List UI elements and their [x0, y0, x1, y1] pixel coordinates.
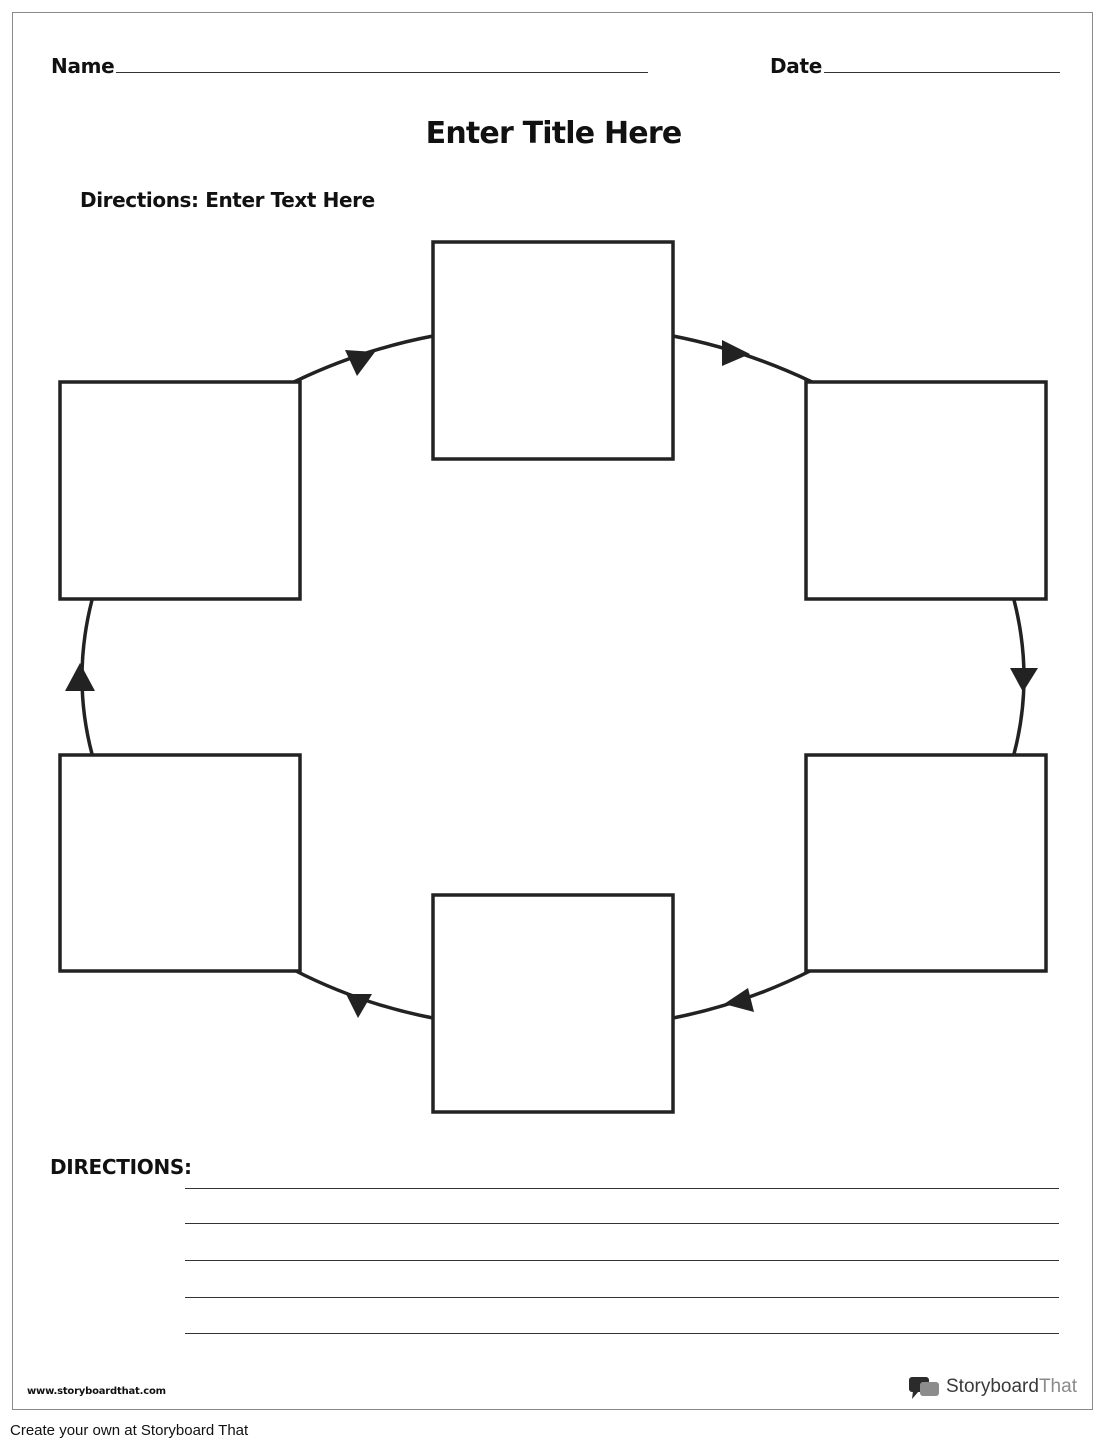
arrow-bottom-right: [724, 988, 754, 1012]
writing-line-4[interactable]: [185, 1297, 1059, 1298]
box-top: [431, 240, 675, 461]
box-bottom-right: [804, 753, 1048, 973]
directions-text[interactable]: Directions: Enter Text Here: [80, 188, 375, 212]
brand-name-thin: That: [1038, 1376, 1077, 1397]
writing-line-5[interactable]: [185, 1333, 1059, 1334]
box-bottom: [431, 893, 675, 1114]
connector-top-right: [672, 334, 813, 384]
speech-bubble-icon: [909, 1377, 939, 1399]
arrow-bottom-left: [346, 994, 372, 1018]
create-your-own-link[interactable]: Create your own at Storyboard That: [10, 1422, 249, 1439]
writing-line-2[interactable]: [185, 1223, 1059, 1224]
arrow-top-right: [722, 340, 750, 366]
name-field-line[interactable]: [116, 72, 648, 73]
arrow-top-left: [345, 350, 375, 376]
name-label: Name: [51, 54, 115, 78]
storyboardthat-logo[interactable]: StoryboardThat: [908, 1372, 1077, 1402]
date-label: Date: [770, 54, 823, 78]
directions-label: DIRECTIONS:: [50, 1155, 192, 1179]
footer-url[interactable]: www.storyboardthat.com: [27, 1386, 166, 1397]
worksheet-title[interactable]: Enter Title Here: [425, 116, 683, 151]
brand-name-bold: Storyboard: [946, 1376, 1039, 1397]
box-bottom-left: [58, 753, 302, 973]
writing-line-1[interactable]: [185, 1188, 1059, 1189]
box-top-left: [58, 380, 302, 601]
arrow-right: [1010, 668, 1038, 692]
brand-name: StoryboardThat: [946, 1376, 1077, 1398]
date-field-line[interactable]: [824, 72, 1060, 73]
arrow-left: [65, 663, 95, 691]
writing-line-3[interactable]: [185, 1260, 1059, 1261]
box-top-right: [804, 380, 1048, 601]
